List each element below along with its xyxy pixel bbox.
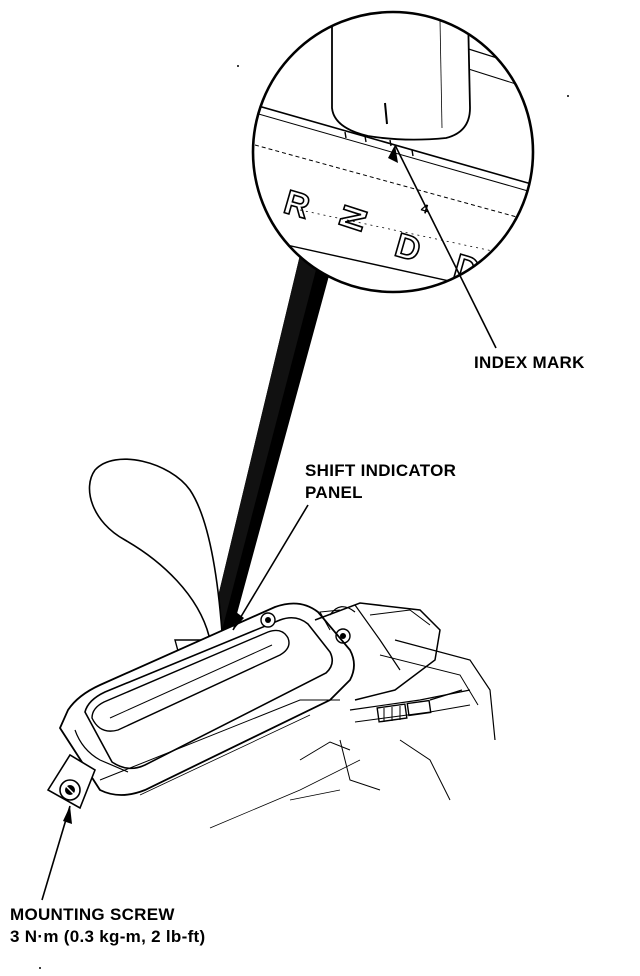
- mounting-screw: [46, 753, 96, 810]
- magnifier-circle: [251, 10, 535, 294]
- shift-panel-leader: [232, 504, 309, 631]
- magnified-detail-view: R N D D 4: [210, 10, 535, 632]
- svg-text:4: 4: [419, 200, 431, 217]
- index-mark-label: INDEX MARK: [474, 353, 585, 372]
- shift-indicator-panel-label-line2: PANEL: [305, 483, 363, 502]
- index-mark-pointer: [384, 102, 388, 125]
- shift-console: [58, 602, 361, 829]
- index-mark-leader: [388, 144, 497, 349]
- lever-shaft: [331, 13, 471, 141]
- shift-mechanism: [289, 602, 496, 801]
- shift-indicator-panel-label: SHIFT INDICATOR PANEL: [305, 460, 456, 504]
- mounting-screw-torque-spec: 3 N·m (0.3 kg-m, 2 lb-ft): [10, 927, 206, 946]
- shift-indicator-panel-label-line1: SHIFT INDICATOR: [305, 461, 457, 480]
- mounting-screw-label-line1: MOUNTING SCREW: [10, 905, 175, 924]
- shift-gate-slot: [91, 629, 290, 732]
- mounting-screw-leader: [41, 805, 72, 901]
- mounting-screw-label: MOUNTING SCREW 3 N·m (0.3 kg-m, 2 lb-ft): [10, 904, 205, 948]
